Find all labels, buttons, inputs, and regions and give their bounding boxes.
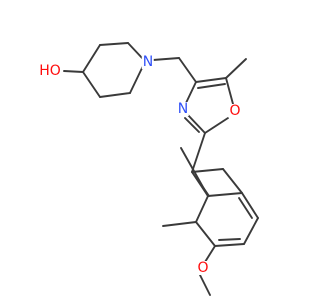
bond [63, 70, 84, 73]
bond [241, 192, 259, 219]
bond [127, 42, 144, 60]
bond [178, 57, 197, 83]
bond [204, 245, 216, 263]
bond [225, 77, 234, 105]
bond [162, 221, 197, 227]
bond [195, 195, 209, 223]
bond [152, 57, 180, 61]
methoxy-oxygen-label: O [196, 260, 210, 276]
bond [197, 83, 226, 89]
piperidine-nitrogen-label: N [141, 54, 155, 70]
bond [238, 197, 253, 219]
bond [82, 71, 101, 98]
bond [222, 168, 243, 194]
bond [243, 217, 259, 245]
bond [204, 117, 229, 134]
bond [191, 132, 206, 173]
bond-set [63, 42, 259, 296]
oxazole-oxygen-label: O [228, 103, 242, 119]
oxazole-nitrogen-label: N [176, 101, 190, 117]
bond [218, 238, 241, 241]
bond [180, 147, 209, 197]
bond [195, 77, 227, 83]
bond [82, 44, 101, 73]
bond [191, 168, 224, 173]
bond [225, 58, 247, 79]
bond [214, 243, 245, 247]
bond [129, 65, 144, 94]
bond [99, 92, 131, 98]
bond [199, 274, 211, 296]
molecule-diagram: HO N N O O [38, 42, 259, 296]
bond [99, 42, 129, 46]
molecule-bonds [63, 42, 259, 296]
bond [186, 113, 206, 134]
hydroxyl-label: HO [38, 63, 62, 79]
bond [207, 192, 243, 197]
bond [184, 117, 200, 133]
bond [195, 221, 216, 247]
bond [185, 81, 197, 104]
